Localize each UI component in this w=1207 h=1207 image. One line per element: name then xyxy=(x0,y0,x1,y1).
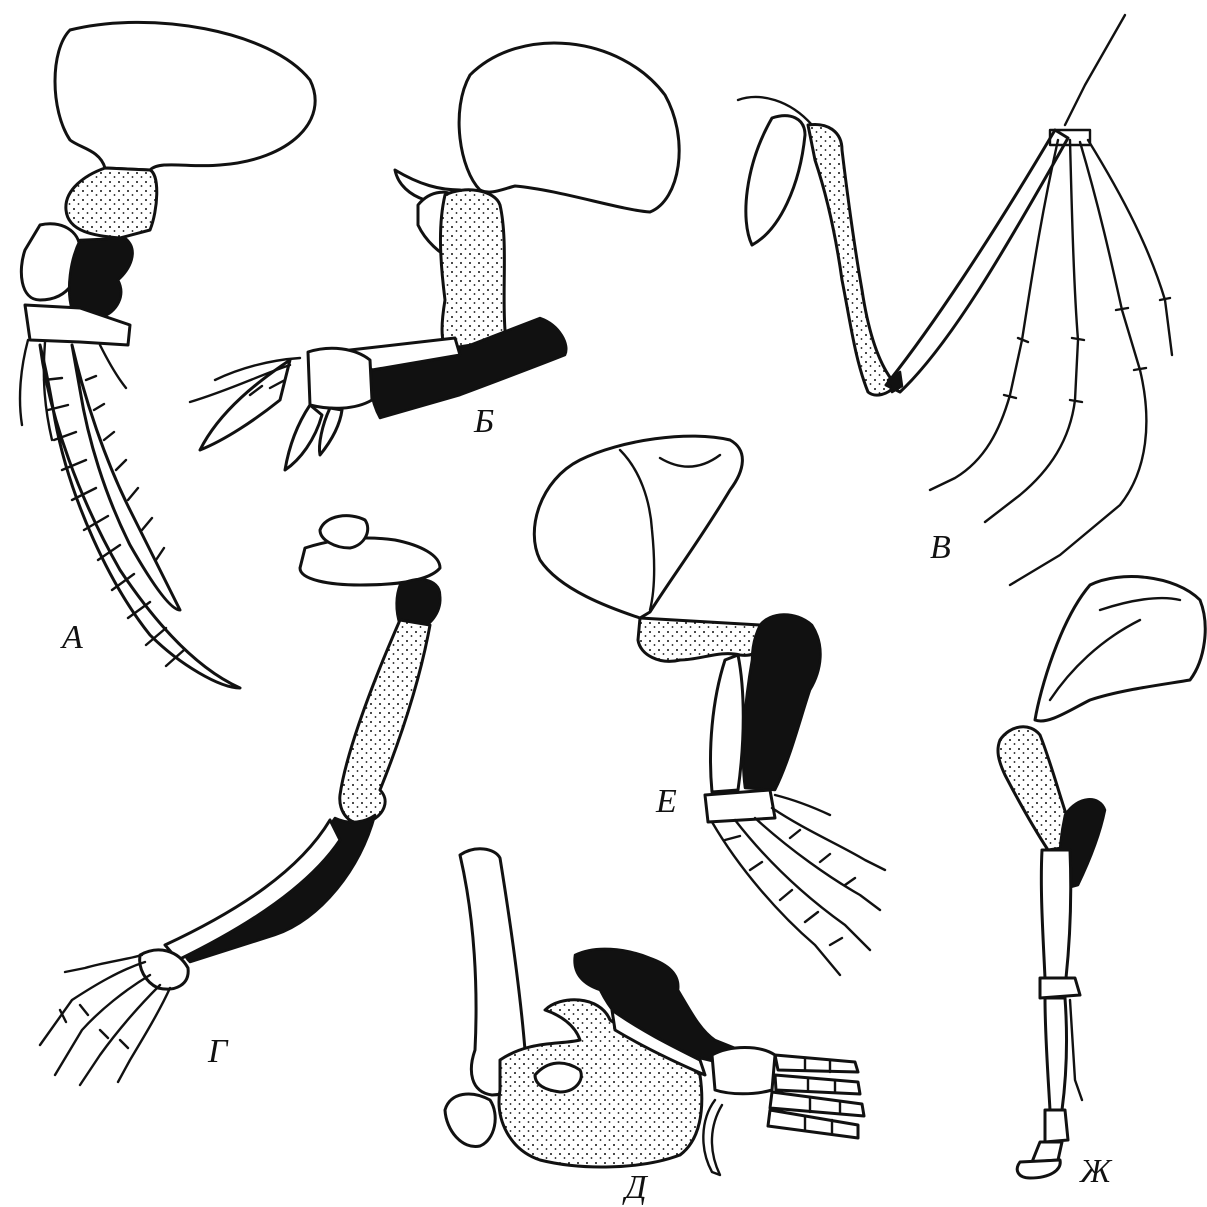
limb-g-clavicle xyxy=(300,538,440,585)
label-v: В xyxy=(930,529,951,566)
limb-v xyxy=(738,15,1172,585)
limb-zh-carpus xyxy=(1040,978,1080,998)
limb-v-humerus xyxy=(808,124,896,395)
limb-e-scapula xyxy=(534,436,742,618)
limb-a-scapula xyxy=(55,22,315,170)
limb-d-carpus xyxy=(712,1048,775,1094)
limb-e-ulna xyxy=(711,655,744,792)
label-zh: Ж xyxy=(1079,1153,1113,1190)
limb-a xyxy=(20,22,315,688)
label-d: Д xyxy=(622,1169,649,1206)
limb-e-humerus-head-black xyxy=(743,614,820,790)
limb-v-forearm xyxy=(886,130,1068,392)
limb-a-radius-black xyxy=(69,238,132,318)
label-b: Б xyxy=(473,403,494,440)
limb-v-digit-4 xyxy=(1088,140,1172,355)
limb-g-scapula-knob xyxy=(320,516,368,548)
limb-b-carpus xyxy=(308,348,372,408)
limb-v-thumb xyxy=(1065,15,1125,125)
limb-g-digits xyxy=(40,955,170,1085)
limb-a-humerus xyxy=(66,168,157,238)
limb-zh-hoof xyxy=(1017,1160,1060,1178)
limb-e-carpus xyxy=(705,790,775,822)
limb-e xyxy=(534,436,885,975)
label-g: Г xyxy=(207,1033,229,1070)
label-a: А xyxy=(60,619,83,656)
limb-b-claw-2 xyxy=(285,405,322,470)
limb-b-scapula xyxy=(459,43,679,212)
label-e: Е xyxy=(655,783,677,820)
limb-e-humerus xyxy=(638,618,764,661)
limb-b-claw-1 xyxy=(200,360,290,450)
limb-d xyxy=(445,849,864,1175)
limb-zh-splint xyxy=(1070,1000,1082,1100)
limb-zh xyxy=(998,577,1205,1178)
limb-d-humerus-notch xyxy=(535,1063,581,1092)
limb-zh-cannon xyxy=(1045,998,1066,1110)
limb-g-humerus xyxy=(340,620,430,823)
limb-zh-scapula xyxy=(1035,577,1205,721)
limb-zh-humerus xyxy=(998,727,1070,850)
limb-a-carpus xyxy=(25,305,130,345)
limb-zh-radius xyxy=(1041,850,1070,978)
limb-a-long-chain-inner xyxy=(72,345,180,610)
limb-zh-phalanges xyxy=(1032,1110,1068,1162)
limb-d-coracoid xyxy=(445,1094,495,1147)
limb-v-scapula xyxy=(746,116,805,245)
limb-d-falcate-bone xyxy=(703,1100,722,1175)
limb-e-digits xyxy=(712,795,885,975)
limb-d-digits xyxy=(768,1055,864,1138)
limb-g xyxy=(40,516,440,1085)
